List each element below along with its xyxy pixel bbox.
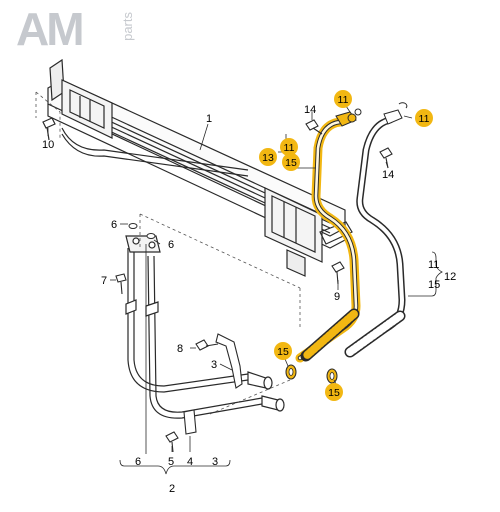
callout-3-bracket: 3 <box>211 359 217 371</box>
callout-11-left: 11 <box>284 142 295 154</box>
callout-1: 1 <box>206 113 212 125</box>
callout-11-right-top: 11 <box>419 113 430 125</box>
callout-5: 5 <box>168 456 174 468</box>
seal-top-right <box>398 102 408 109</box>
callout-6-right: 6 <box>168 239 174 251</box>
logo-text: AM <box>16 3 85 55</box>
seal-top-left <box>354 108 362 116</box>
oil-cooler <box>47 58 353 277</box>
callout-6-bottom: 6 <box>135 456 141 468</box>
callout-15-left: 15 <box>277 346 289 358</box>
bolt-14-upper <box>305 119 323 135</box>
seal-6-a <box>128 223 138 229</box>
callout-7: 7 <box>101 275 107 287</box>
seal-15-right <box>326 368 338 384</box>
lower-pipe-assembly <box>125 235 285 419</box>
highlighted-callouts: 11 11 11 13 15 15 15 <box>259 90 433 401</box>
callout-14-upper: 14 <box>304 104 316 116</box>
am-parts-logo: AM parts <box>16 3 146 58</box>
callout-11-top: 11 <box>338 94 349 106</box>
bracket-3 <box>215 333 243 389</box>
bolt-8 <box>195 339 219 351</box>
highlighted-cooler-pipe <box>295 111 361 363</box>
callout-6-upper: 6 <box>111 219 117 231</box>
callout-15-right: 15 <box>428 279 440 291</box>
seal-6-b <box>146 233 156 239</box>
callout-14-lower: 14 <box>382 169 394 181</box>
callout-15-lower: 15 <box>328 387 340 399</box>
callout-13: 13 <box>262 152 274 164</box>
bolt-5 <box>165 431 179 453</box>
bolt-10 <box>42 117 56 141</box>
callout-15-upper: 15 <box>285 157 297 169</box>
callout-2: 2 <box>169 483 175 495</box>
bolt-7 <box>115 273 127 295</box>
return-pipe <box>344 109 406 358</box>
callout-labels: 1 2 3 3 4 5 6 6 6 7 8 9 10 11 12 14 14 1… <box>42 104 456 495</box>
clip-4 <box>183 409 197 435</box>
callout-10: 10 <box>42 139 54 151</box>
callout-11-right: 11 <box>428 259 439 271</box>
callout-8: 8 <box>177 343 183 355</box>
callout-4: 4 <box>187 456 193 468</box>
callout-12: 12 <box>444 271 456 283</box>
seal-15-left <box>285 364 297 380</box>
callout-9: 9 <box>334 291 340 303</box>
bolt-14-lower <box>379 147 393 169</box>
callout-3-bottom: 3 <box>212 456 218 468</box>
leader-lines <box>47 105 443 475</box>
